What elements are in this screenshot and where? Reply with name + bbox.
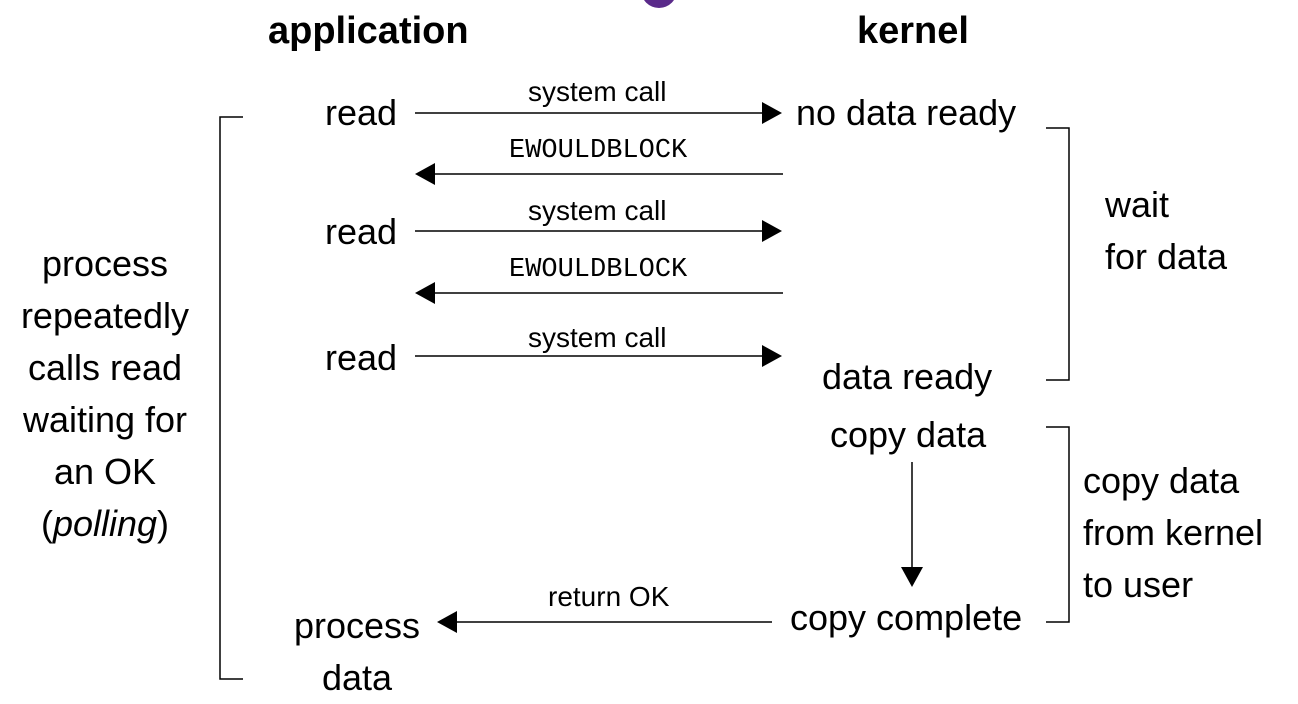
copy-data-note: copy data from kernel to user xyxy=(1083,460,1264,605)
syscall-label-3: system call xyxy=(528,322,667,353)
application-header: application xyxy=(268,10,469,52)
app-read-2: read xyxy=(325,211,398,252)
left-bracket xyxy=(219,116,243,680)
polling-emphasis: polling xyxy=(52,503,158,544)
app-read-1: read xyxy=(325,92,398,133)
syscall-label-1: system call xyxy=(528,76,667,107)
wait-for-data-note: wait for data xyxy=(1105,184,1228,277)
arrowhead-right-3 xyxy=(762,345,782,367)
ewouldblock-label-1: EWOULDBLOCK xyxy=(509,136,688,166)
decorative-shape xyxy=(641,0,677,8)
kernel-copy-data: copy data xyxy=(830,414,987,455)
kernel-data-ready: data ready xyxy=(822,356,993,397)
arrowhead-right-1 xyxy=(762,102,782,124)
polling-note-text: process repeatedly calls read waiting fo… xyxy=(20,243,190,544)
syscall-label-2: system call xyxy=(528,195,667,226)
wait-bracket xyxy=(1046,127,1070,381)
kernel-copy-complete: copy complete xyxy=(790,597,1023,638)
polling-note-tail: ) xyxy=(157,503,170,544)
ewouldblock-label-2: EWOULDBLOCK xyxy=(509,255,688,285)
copy-bracket xyxy=(1046,426,1070,623)
arrowhead-right-2 xyxy=(762,220,782,242)
app-read-3: read xyxy=(325,337,398,378)
kernel-no-data-ready: no data ready xyxy=(796,92,1017,133)
arrowhead-down xyxy=(901,567,923,587)
return-ok-label: return OK xyxy=(548,581,670,612)
arrowhead-left-return xyxy=(437,611,457,633)
kernel-header: kernel xyxy=(857,10,969,52)
arrowhead-left-1 xyxy=(415,163,435,185)
arrowhead-left-2 xyxy=(415,282,435,304)
polling-note: process repeatedly calls read waiting fo… xyxy=(10,238,200,550)
